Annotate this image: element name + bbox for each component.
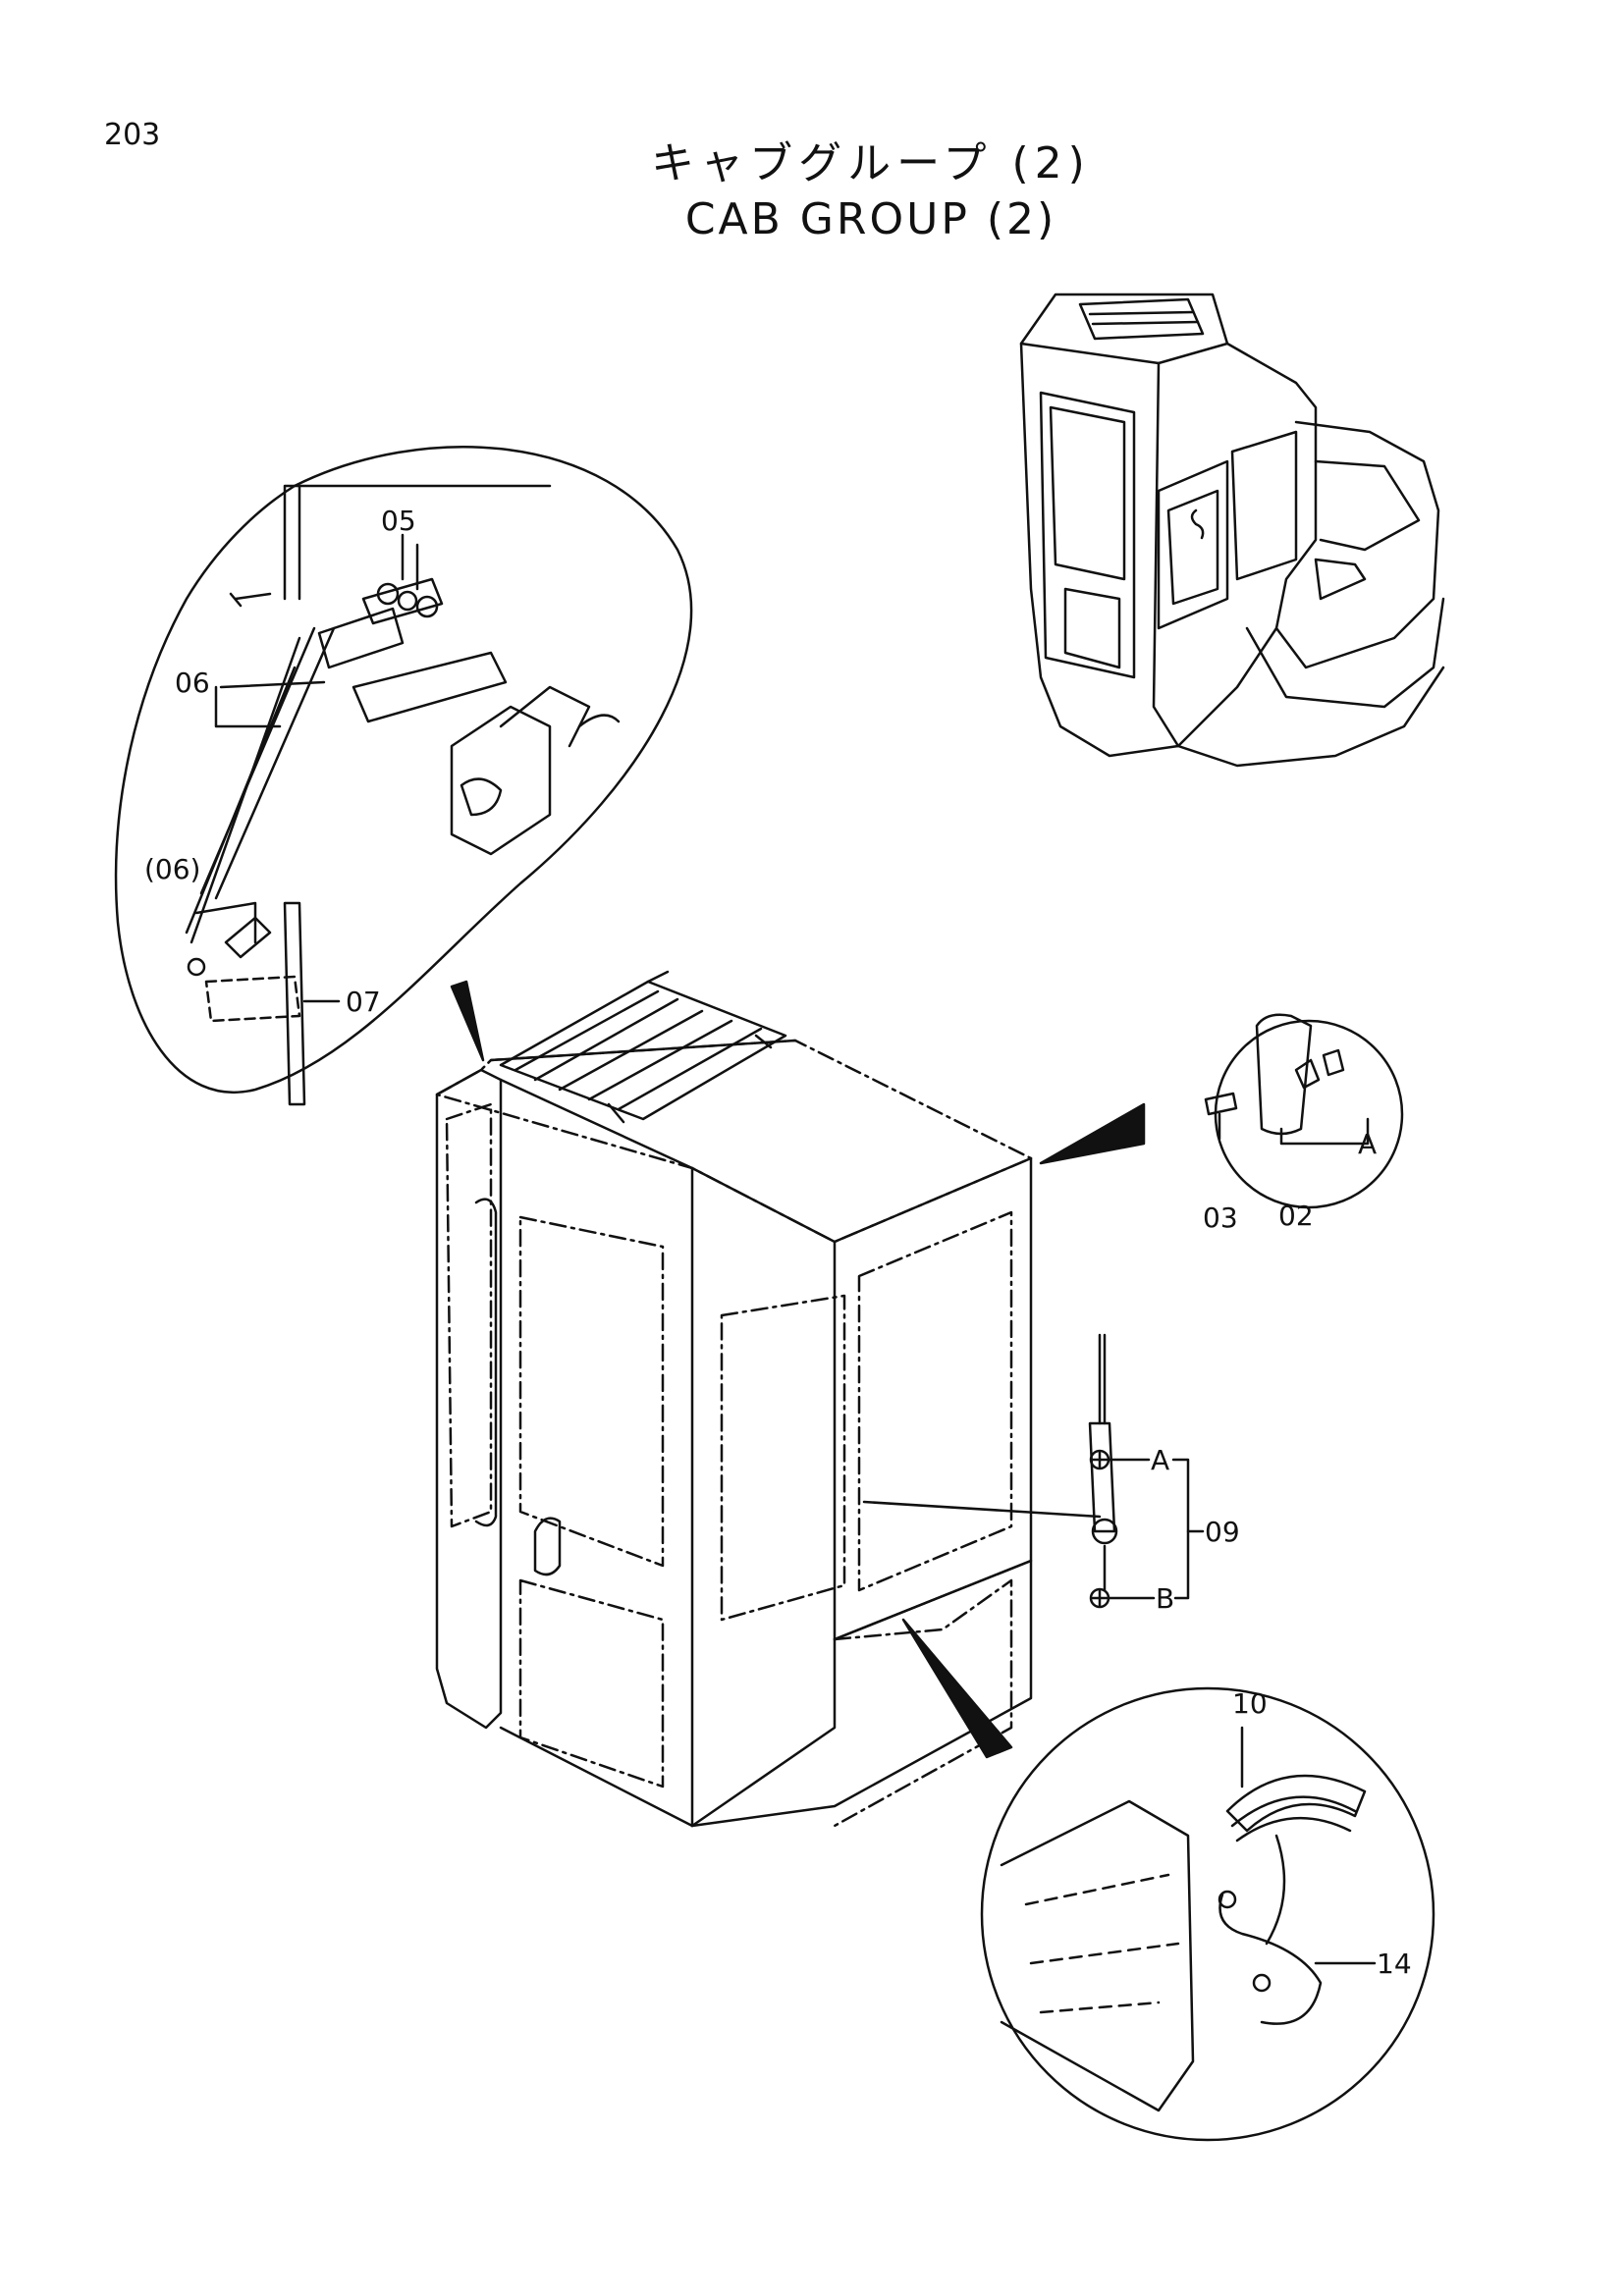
title-japanese: キャブグループ (2) [651,138,1091,188]
callout-06-ref: (06) [144,853,200,885]
callout-02: 02 [1278,1200,1314,1232]
callout-10: 10 [1232,1687,1268,1720]
overview-cab-illustration [1019,293,1445,768]
title-english: CAB GROUP (2) [684,194,1057,244]
callout-ref-b: B [1156,1582,1174,1615]
light-detail-circle [1204,1013,1404,1209]
pointer-seatbelt [901,1618,1013,1759]
callout-ref-a-cable: A [1151,1444,1169,1476]
wiper-detail-circle [114,446,693,1106]
callout-05: 05 [381,505,416,537]
callout-14: 14 [1377,1948,1412,1980]
callout-09: 09 [1205,1516,1240,1548]
seatbelt-detail-circle [980,1686,1435,2142]
cable-assembly-09 [862,1333,1205,1609]
callout-06: 06 [175,667,210,699]
callout-03: 03 [1203,1201,1238,1234]
pointer-wiper [450,980,485,1062]
page-title: キャブグループ (2) CAB GROUP (2) [0,128,1624,244]
page-number: 203 [104,118,161,152]
pointer-light [1039,1102,1146,1165]
callout-ref-a-light: A [1358,1128,1377,1160]
main-cab-illustration [435,970,1033,1828]
callout-07: 07 [346,986,381,1018]
